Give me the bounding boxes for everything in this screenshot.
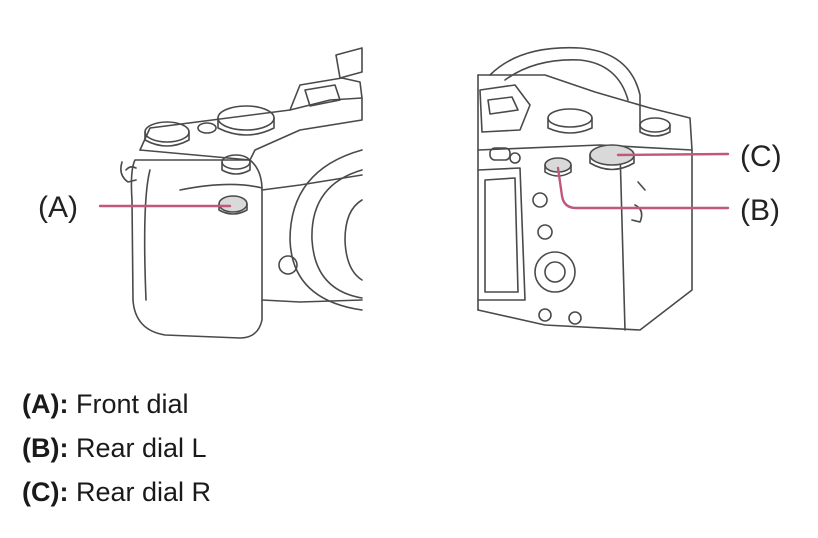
camera-grip — [130, 159, 263, 339]
legend-key-c: (C) — [22, 477, 60, 507]
viewfinder — [289, 77, 363, 111]
rear-top-dial-1 — [547, 108, 593, 128]
lens-mount — [289, 149, 363, 311]
control-wheel — [534, 251, 576, 293]
lcd-screen — [477, 167, 526, 301]
legend-sep-b: : — [59, 433, 69, 463]
dial-legend: (A): Front dial (B): Rear dial L (C): Re… — [22, 382, 211, 514]
legend-text-c: Rear dial R — [76, 477, 212, 507]
legend-text-b: Rear dial L — [76, 433, 207, 463]
legend-sep-a: : — [59, 389, 69, 419]
legend-item-c: (C): Rear dial R — [22, 470, 211, 514]
rear-lens — [489, 46, 641, 126]
legend-key-b: (B) — [22, 433, 60, 463]
camera-top-plate — [139, 97, 363, 161]
leader-line-c — [616, 152, 730, 157]
leader-line-b — [556, 166, 730, 210]
legend-text-a: Front dial — [76, 389, 189, 419]
callout-a: (A) — [38, 191, 78, 224]
callout-b: (B) — [740, 194, 780, 227]
front-dial-highlight — [218, 195, 248, 213]
legend-item-a: (A): Front dial — [22, 382, 211, 426]
camera-dials-figure: (A) (C) (B) — [38, 46, 782, 339]
legend-key-a: (A) — [22, 389, 60, 419]
camera-front-view — [120, 47, 363, 339]
shutter-button — [221, 154, 251, 170]
camera-rear-view — [477, 46, 693, 331]
leader-lines — [98, 152, 730, 210]
top-button — [197, 122, 217, 134]
legend-item-b: (B): Rear dial L — [22, 426, 211, 470]
top-dial-1 — [144, 121, 190, 143]
legend-sep-c: : — [59, 477, 69, 507]
rear-viewfinder — [479, 84, 531, 133]
callout-c: (C) — [740, 140, 782, 173]
